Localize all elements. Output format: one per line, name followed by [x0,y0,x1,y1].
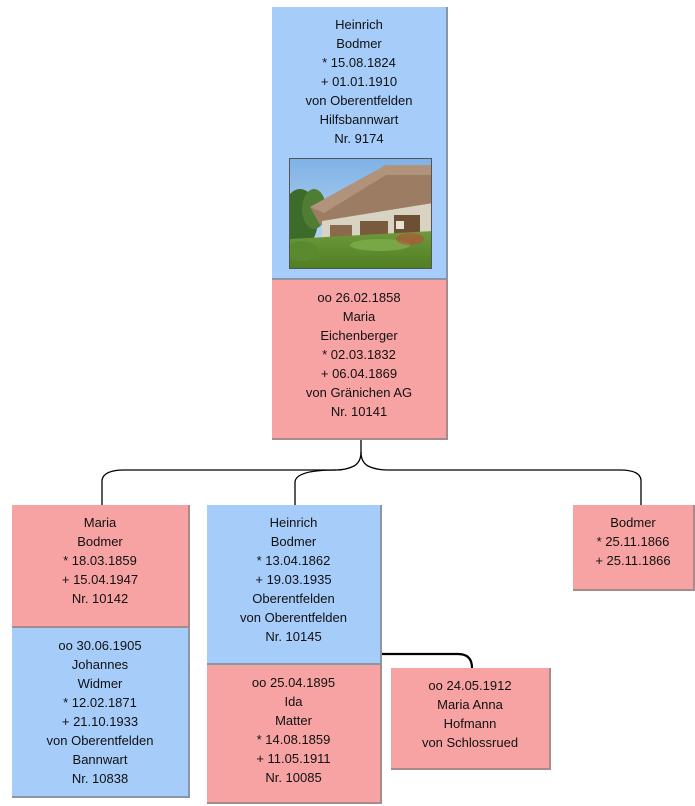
child2-origin: von Oberentfelden [240,610,347,625]
child2-death: + 19.03.1935 [255,572,332,587]
root-spouse-marriage: oo 26.02.1858 [317,290,401,305]
child2-first-name: Heinrich [269,515,318,530]
root-origin: von Oberentfelden [305,93,413,108]
root-death: + 01.01.1910 [320,74,398,89]
root-birth: * 15.08.1824 [322,55,396,70]
root-spouse-number: Nr. 10141 [330,404,388,419]
child1-spouse-origin: von Oberentfelden [46,733,154,748]
child1-spouse-number: Nr. 10838 [71,771,129,786]
child1-person-box[interactable]: Maria Bodmer * 18.03.1859 + 15.04.1947 N… [12,505,190,628]
child2-spouse-last-name: Matter [275,713,312,728]
child3-birth: * 25.11.1866 [596,534,670,549]
child2-spouse2-last-name: Hofmann [443,716,497,731]
root-person-box[interactable]: Heinrich Bodmer * 15.08.1824 + 01.01.191… [272,7,448,280]
child2-residence: Oberentfelden [252,591,335,606]
child2-birth: * 13.04.1862 [256,553,331,568]
child2-second-spouse-box[interactable]: oo 24.05.1912 Maria Anna Hofmann von Sch… [391,668,551,770]
child2-spouse2-origin: von Schlossrued [421,735,519,750]
root-spouse-first-name: Maria [342,309,376,324]
root-spouse-last-name: Eichenberger [320,328,398,343]
child3-last-name: Bodmer [610,515,656,530]
child2-spouse-number: Nr. 10085 [265,770,322,785]
child1-spouse-occupation: Bannwart [72,752,128,767]
second-marriage-line [380,652,474,669]
root-spouse-death: + 06.04.1869 [320,366,398,381]
child2-spouse-birth: * 14.08.1859 [256,732,331,747]
child2-last-name: Bodmer [270,534,317,549]
child1-spouse-marriage: oo 30.06.1905 [58,638,142,653]
root-last-name: Bodmer [336,36,382,51]
middle-child-branch [294,469,337,505]
child1-spouse-last-name: Widmer [77,676,123,691]
child1-spouse-birth: * 12.02.1871 [63,695,137,710]
farmhouse-photo[interactable] [289,158,432,269]
child1-spouse-death: + 21.10.1933 [61,714,139,729]
root-first-name: Heinrich [335,17,383,32]
child1-last-name: Bodmer [77,534,123,549]
child1-first-name: Maria [83,515,117,530]
root-right-branch [360,451,642,505]
child1-spouse-first-name: Johannes [71,657,129,672]
child2-spouse-death: + 11.05.1911 [256,751,331,766]
child2-number: Nr. 10145 [265,629,322,644]
child1-birth: * 18.03.1859 [63,553,137,568]
root-spouse-box[interactable]: oo 26.02.1858 Maria Eichenberger * 02.03… [272,280,448,440]
root-spouse-origin: von Gränichen AG [305,385,413,400]
root-down-line [101,440,362,505]
child2-spouse-marriage: oo 25.04.1895 [251,675,336,690]
child2-spouse-first-name: Ida [284,694,303,709]
root-occupation: Hilfsbannwart [319,112,399,127]
child1-number: Nr. 10142 [71,591,129,606]
child1-death: + 15.04.1947 [61,572,139,587]
child2-spouse2-marriage: oo 24.05.1912 [428,678,512,693]
child2-person-box[interactable]: Heinrich Bodmer * 13.04.1862 + 19.03.193… [207,505,382,665]
child1-spouse-box[interactable]: oo 30.06.1905 Johannes Widmer * 12.02.18… [12,628,190,798]
child2-spouse2-first-name: Maria Anna [437,697,503,712]
child2-spouse-box[interactable]: oo 25.04.1895 Ida Matter * 14.08.1859 + … [207,665,382,804]
farmhouse-image [290,159,431,268]
child3-person-box[interactable]: Bodmer * 25.11.1866 + 25.11.1866 [573,505,695,591]
root-number: Nr. 9174 [334,131,384,146]
child3-death: + 25.11.1866 [595,553,671,568]
root-spouse-birth: * 02.03.1832 [322,347,396,362]
